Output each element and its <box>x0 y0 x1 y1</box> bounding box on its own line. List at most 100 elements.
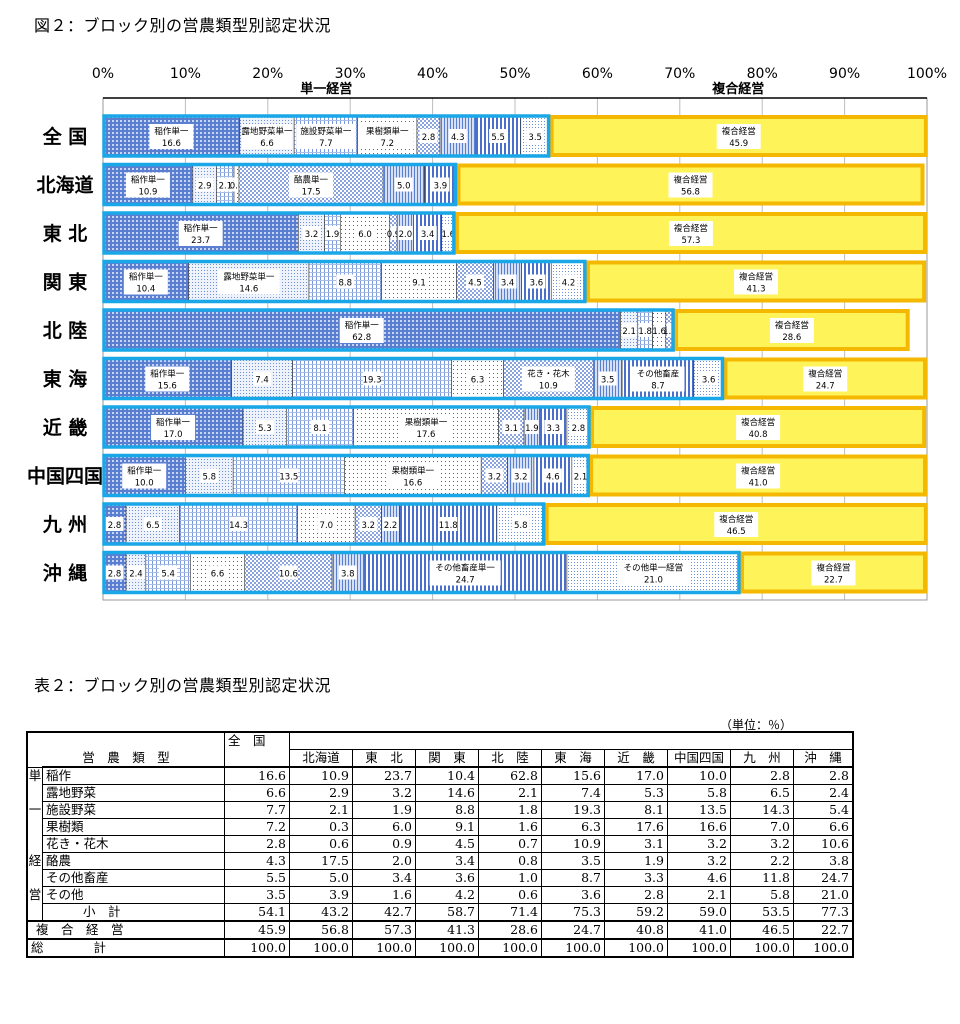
table-cell: 45.9 <box>224 920 290 940</box>
single-group-outline <box>102 211 456 255</box>
table-cell: 41.3 <box>415 920 479 940</box>
table-cell: 7.0 <box>730 818 794 836</box>
data-label: 56.8 <box>681 188 700 198</box>
row-label: 施設野菜 <box>42 801 225 819</box>
data-label: 19.3 <box>363 376 382 386</box>
data-label: 2.8 <box>108 570 122 580</box>
table-cell: 13.5 <box>667 801 731 819</box>
data-label: 40.8 <box>749 430 768 440</box>
data-label-box <box>149 124 194 149</box>
table-cell: 3.2 <box>352 784 416 802</box>
data-label-box <box>311 420 330 434</box>
figure-title: 図２：ブロック別の営農類型別認定状況 <box>34 16 332 35</box>
table-cell: 0.3 <box>289 818 353 836</box>
table-cell: 5.4 <box>793 801 854 819</box>
table-cell: 11.8 <box>730 869 794 887</box>
category-label: 東 北 <box>43 222 88 245</box>
table-cell: 3.1 <box>604 835 668 853</box>
table-cell: 2.1 <box>667 886 731 904</box>
data-label-box <box>296 124 356 149</box>
table-cell: 24.7 <box>793 869 854 887</box>
data-label: 1.6 <box>652 327 666 337</box>
data-label-box <box>666 323 674 337</box>
multi-group-label: 複合経営 <box>711 81 764 97</box>
row-label: 複 合 経 営 <box>26 920 225 940</box>
table-cell: 3.5 <box>224 886 290 904</box>
data-label: 6.3 <box>471 376 485 386</box>
row-label: 酪農 <box>42 852 225 870</box>
segment-name-label: 稲作単一 <box>131 175 166 186</box>
data-label: 2.2 <box>384 521 398 531</box>
data-label: 2.1 <box>574 473 588 483</box>
table-cell: 10.9 <box>289 766 353 785</box>
header-spacer <box>224 749 290 768</box>
data-label-box <box>572 468 589 483</box>
table-cell: 5.8 <box>730 886 794 904</box>
data-label: 41.3 <box>747 285 766 295</box>
data-table: 全 国営 農 類 型北海道東 北関 東北 陸東 海近 畿中国四国九 州沖 縄単稲… <box>26 731 854 958</box>
data-label: 8.7 <box>651 382 665 392</box>
data-label: 1.8 <box>638 327 652 337</box>
data-label-box <box>527 274 546 289</box>
table-cell: 6.0 <box>352 818 416 836</box>
side-label: 一 <box>26 801 43 819</box>
data-label-box <box>159 565 178 580</box>
segment-name-label: 果樹類単一 <box>405 417 448 428</box>
table-cell: 8.1 <box>604 801 668 819</box>
table-cell: 100.0 <box>604 938 668 958</box>
x-tick-label: 10% <box>170 66 201 82</box>
table-cell: 3.2 <box>667 835 731 853</box>
data-label-box <box>668 172 713 198</box>
data-label: 2.9 <box>198 182 212 192</box>
table-cell: 100.0 <box>730 938 794 958</box>
data-label-box <box>143 517 162 531</box>
table-cell: 43.2 <box>289 903 353 922</box>
segment-name-label: その他単一経営 <box>624 563 684 574</box>
data-label: 22.7 <box>824 576 843 586</box>
table-cell: 0.7 <box>478 835 542 853</box>
table-cell: 17.5 <box>289 852 353 870</box>
table-cell: 4.5 <box>415 835 479 853</box>
data-label: 6.0 <box>358 230 372 240</box>
row-label: 花き・花木 <box>42 835 225 853</box>
segment-name-label: 稲作単一 <box>154 126 189 137</box>
data-label: 7.7 <box>319 139 333 149</box>
data-label-box <box>811 560 856 586</box>
table-cell: 41.0 <box>667 920 731 940</box>
data-label-box <box>241 124 293 149</box>
table-cell: 10.0 <box>667 766 731 785</box>
table-cell: 71.4 <box>478 903 542 922</box>
table-cell: 15.6 <box>541 766 605 785</box>
category-label: 全 国 <box>42 125 88 148</box>
table-cell: 59.2 <box>604 903 668 922</box>
table-cell: 5.5 <box>224 869 290 887</box>
segment-name-label: 花き・花木 <box>527 369 570 380</box>
side-label <box>26 869 43 887</box>
table-cell: 0.6 <box>289 835 353 853</box>
data-label-box <box>598 371 617 386</box>
table-cell: 10.6 <box>793 835 854 853</box>
data-label: 14.3 <box>229 521 248 531</box>
table-cell: 77.3 <box>793 903 854 922</box>
segment-name-label: 稲作単一 <box>150 369 185 380</box>
table-cell: 1.6 <box>478 818 542 836</box>
data-label-box <box>363 371 382 386</box>
data-label-box <box>399 415 453 440</box>
corner-cell <box>26 731 225 750</box>
table-cell: 53.5 <box>730 903 794 922</box>
table-cell: 2.4 <box>793 784 854 802</box>
data-label: 2.1 <box>622 327 636 337</box>
segment-name-label: 複合経営 <box>722 126 756 137</box>
data-label-box <box>122 463 167 489</box>
data-label-box <box>485 468 504 483</box>
single-group-outline <box>102 405 591 449</box>
single-group-outline <box>102 550 741 595</box>
side-label <box>26 835 43 853</box>
data-label: 0.6 <box>230 182 244 192</box>
column-header: 中国四国 <box>667 749 731 768</box>
data-label: 2.0 <box>399 230 413 240</box>
table-cell: 100.0 <box>478 938 542 958</box>
row-label: 果樹類 <box>42 818 225 836</box>
